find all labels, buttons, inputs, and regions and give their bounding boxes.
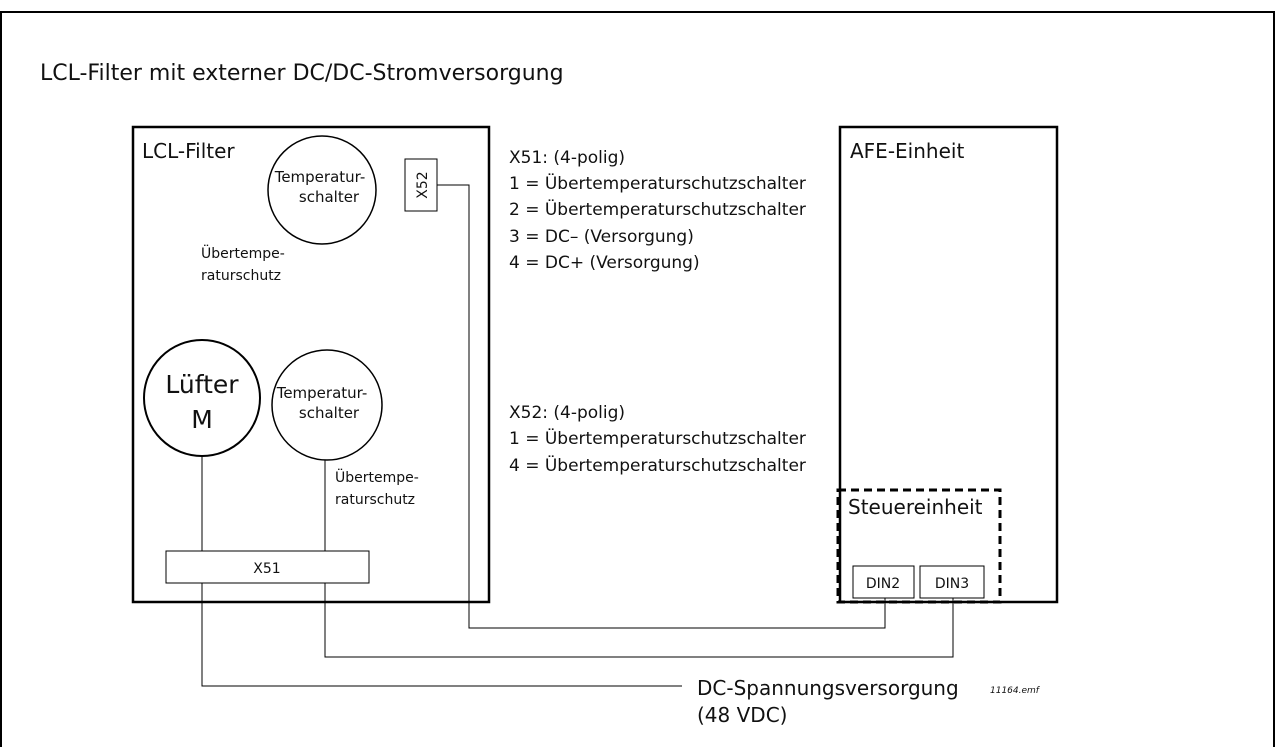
x52-legend-heading: X52: (4-polig) xyxy=(509,403,625,423)
protection-bottom-line2: raturschutz xyxy=(335,492,415,508)
fan-label: Lüfter xyxy=(165,370,239,399)
protection-bottom-line1: Übertempe- xyxy=(335,468,419,486)
afe-unit-label: AFE-Einheit xyxy=(850,139,964,163)
din3-terminal xyxy=(919,565,985,599)
lcl-filter-box xyxy=(131,125,491,604)
supply-label-line1: DC-Spannungsversorgung xyxy=(697,676,959,700)
x51-legend-line: 4 = DC+ (Versorgung) xyxy=(509,253,700,273)
diagram-title: LCL-Filter mit externer DC/DC-Stromverso… xyxy=(40,61,564,86)
connector-x51 xyxy=(165,550,370,584)
protection-top-line1: Übertempe- xyxy=(201,244,285,262)
lcl-filter-label: LCL-Filter xyxy=(142,139,235,163)
connector-x52 xyxy=(404,158,438,212)
fan-motor-symbol: M xyxy=(191,405,213,434)
connector-x52-label: X52 xyxy=(415,171,431,198)
temp-switch-bottom-line1: Temperatur- xyxy=(276,384,368,402)
din3-label: DIN3 xyxy=(935,576,969,592)
control-unit-box xyxy=(836,488,1002,604)
x51-legend-line: 3 = DC– (Versorgung) xyxy=(509,227,694,247)
temp-switch-bottom xyxy=(271,349,383,461)
temp-switch-top xyxy=(267,135,377,245)
file-name: 11164.emf xyxy=(990,686,1041,696)
x52-legend-line: 4 = Übertemperaturschutzschalter xyxy=(509,454,806,476)
afe-unit-box xyxy=(838,125,1059,604)
x51-legend-line: 2 = Übertemperaturschutzschalter xyxy=(509,198,806,220)
wire-x51-din3 xyxy=(324,583,954,658)
protection-top-line2: raturschutz xyxy=(201,268,281,284)
connector-x51-label: X51 xyxy=(253,561,280,577)
temp-switch-top-line1: Temperatur- xyxy=(274,168,366,186)
temp-switch-top-line2: schalter xyxy=(299,188,360,206)
din2-terminal xyxy=(852,565,915,599)
temp-switch-bottom-line2: schalter xyxy=(299,404,360,422)
x51-legend-heading: X51: (4-polig) xyxy=(509,148,625,168)
x51-legend-line: 1 = Übertemperaturschutzschalter xyxy=(509,172,806,194)
din2-label: DIN2 xyxy=(866,576,900,592)
supply-label-line2: (48 VDC) xyxy=(697,703,787,727)
wire-x51-supply xyxy=(201,583,682,687)
outer-frame xyxy=(0,11,1275,747)
x52-legend-line: 1 = Übertemperaturschutzschalter xyxy=(509,427,806,449)
control-unit-label: Steuereinheit xyxy=(848,495,983,519)
wire-x52-din2 xyxy=(437,184,886,629)
